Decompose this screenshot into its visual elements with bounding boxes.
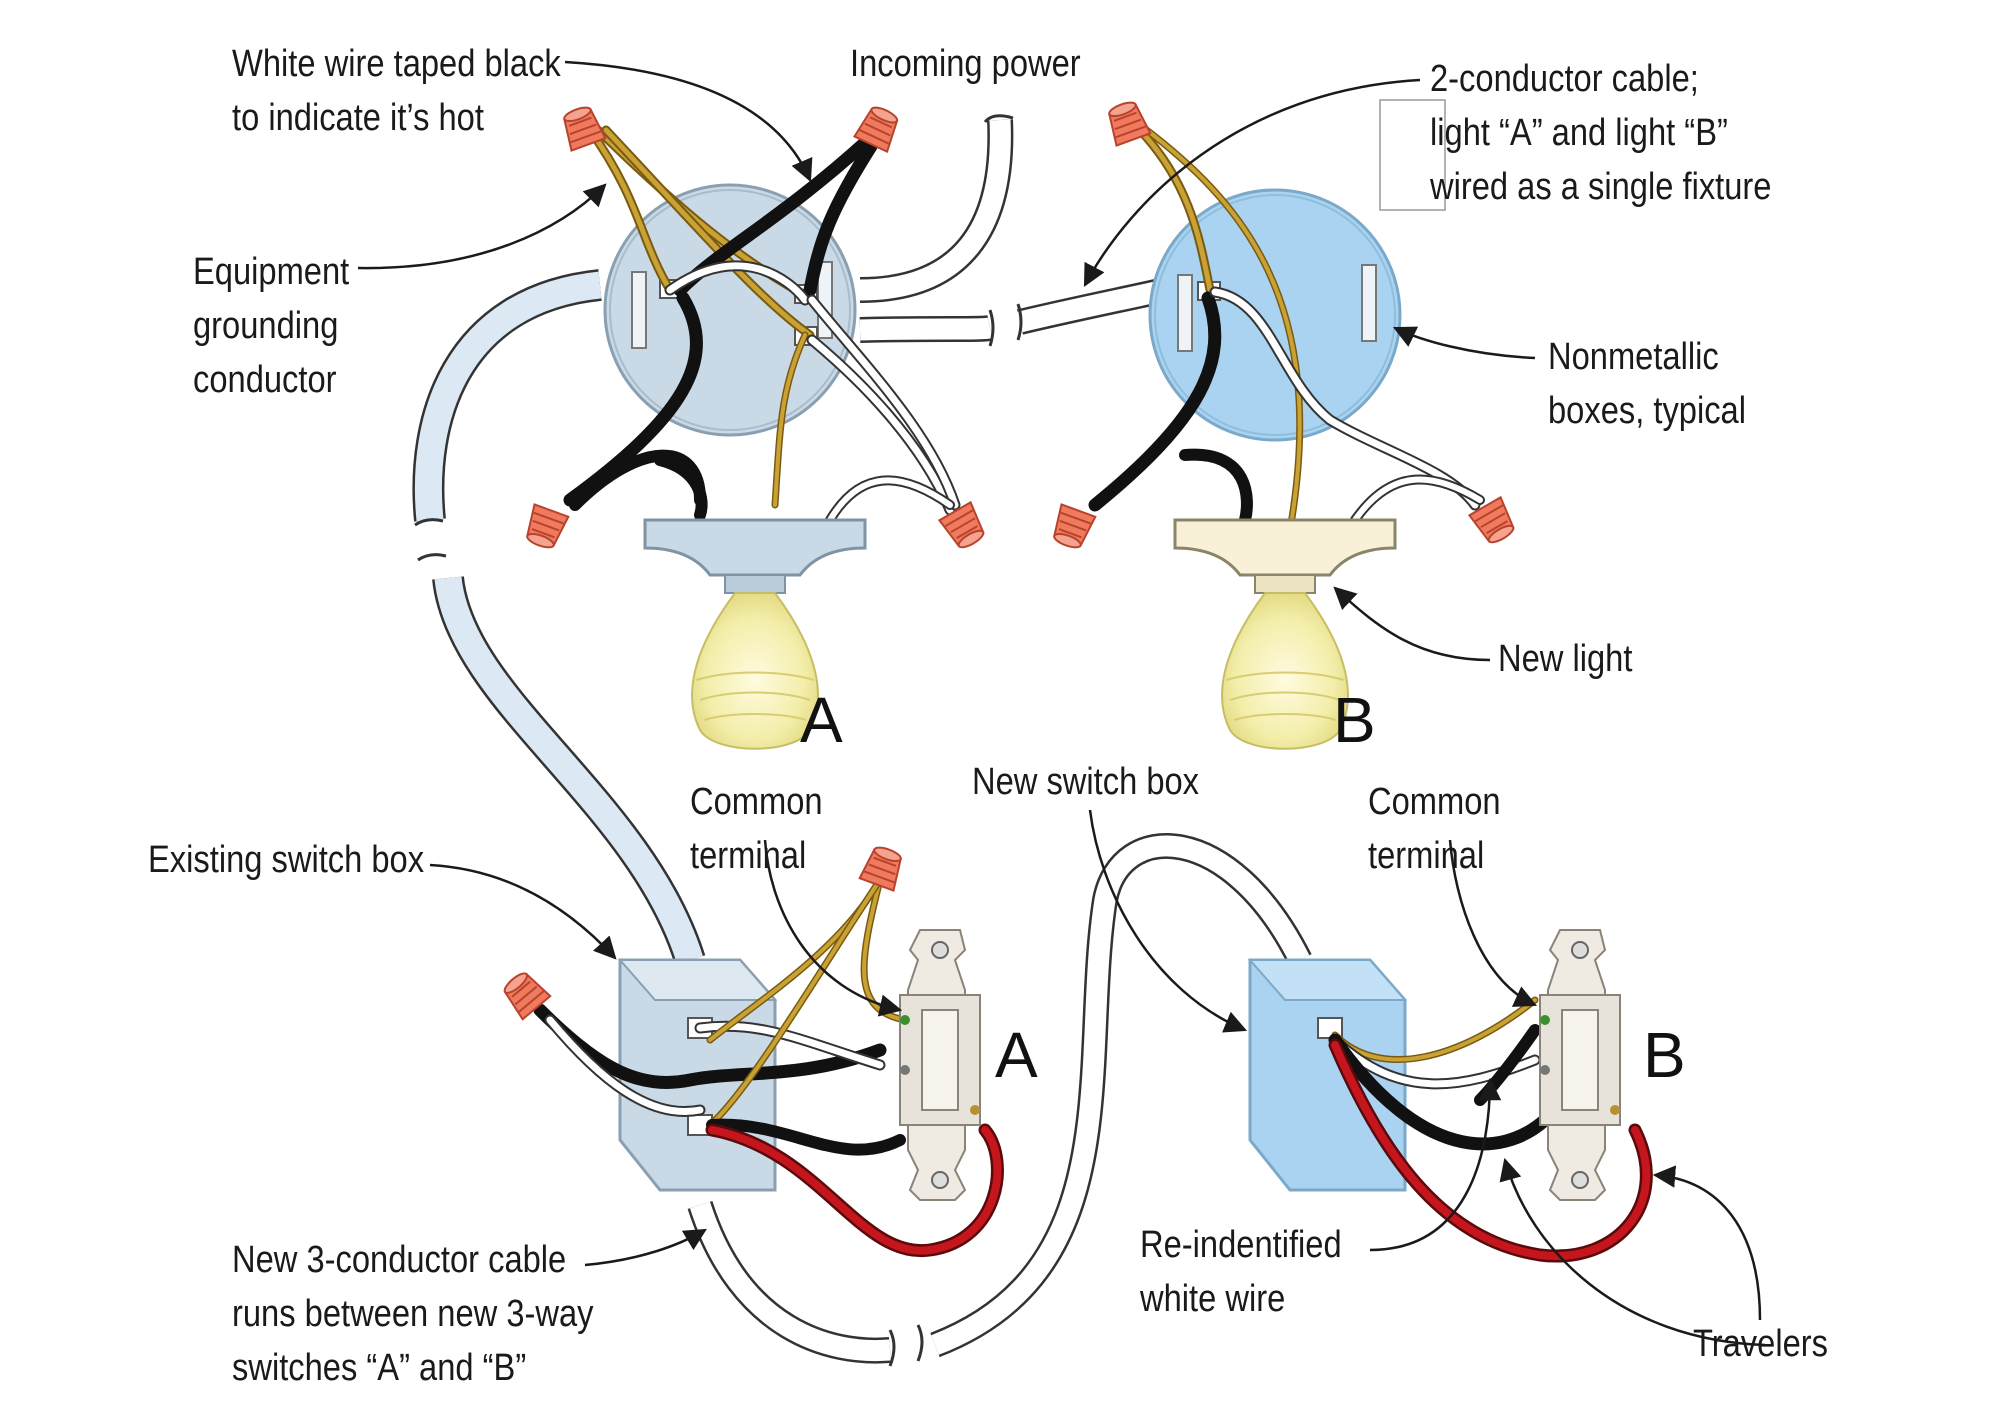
switch-a-wires: [533, 876, 1004, 1258]
label-line: terminal: [1368, 835, 1485, 877]
light-fixture-b: [1173, 518, 1397, 750]
cable-3-conductor-a-to-b: [687, 832, 1312, 1367]
label-line: light “A” and light “B”: [1430, 112, 1728, 154]
new-switch-box: [1247, 958, 1408, 1192]
label-line: Nonmetallic: [1548, 336, 1719, 378]
label-two-conductor-cable: 2-conductor cable; light “A” and light “…: [1430, 52, 1771, 214]
label-line: New 3-conductor cable: [232, 1239, 567, 1281]
label-nonmetallic-boxes: Nonmetallic boxes, typical: [1548, 330, 1746, 438]
switch-a: [899, 929, 981, 1201]
label-new-switch-box: New switch box: [972, 761, 1200, 803]
label-line: Common: [1368, 781, 1501, 823]
light-box-b-wires: [1088, 120, 1485, 534]
label-travelers: Travelers: [1693, 1323, 1828, 1365]
label-incoming-power: Incoming power: [850, 43, 1081, 85]
label-reidentified-white-wire: Re-indentified white wire: [1140, 1218, 1342, 1326]
label-equipment-grounding: Equipment grounding conductor: [193, 245, 349, 407]
label-line: boxes, typical: [1548, 390, 1747, 432]
label-line: Common: [690, 781, 823, 823]
label-line: wired as a single fixture: [1430, 166, 1772, 208]
label-existing-switch-box: Existing switch box: [148, 839, 425, 881]
callout-arrows: [357, 60, 1766, 1347]
label-line: Re-indentified: [1140, 1224, 1342, 1266]
cable-light-a-to-b: [859, 277, 1168, 347]
label-line: grounding: [193, 305, 339, 347]
cable-incoming-power: [859, 114, 1014, 303]
label-line: conductor: [193, 359, 337, 401]
label-line: terminal: [690, 835, 807, 877]
label-common-terminal-b: Common terminal: [1368, 775, 1501, 883]
marker-light-b: B: [1333, 684, 1376, 756]
label-line: runs between new 3-way: [232, 1293, 594, 1335]
label-line: to indicate it’s hot: [232, 97, 484, 139]
label-new-light: New light: [1498, 638, 1633, 680]
label-common-terminal-a: Common terminal: [690, 775, 823, 883]
marker-light-a: A: [800, 684, 843, 756]
label-line: White wire taped black: [232, 43, 561, 85]
label-new-3-conductor-cable: New 3-conductor cable runs between new 3…: [232, 1233, 593, 1395]
cable-existing-to-light-a: [412, 269, 706, 965]
light-fixture-a: [643, 518, 867, 750]
marker-switch-a: A: [995, 1019, 1038, 1091]
marker-switch-b: B: [1643, 1019, 1686, 1091]
label-line: white wire: [1140, 1278, 1286, 1320]
switch-b: [1539, 929, 1621, 1201]
label-line: switches “A” and “B”: [232, 1347, 527, 1389]
light-box-a-wires: [563, 125, 961, 525]
bracket-outline: [1379, 99, 1446, 211]
label-white-wire-taped: White wire taped black to indicate it’s …: [232, 37, 561, 145]
label-line: 2-conductor cable;: [1430, 58, 1699, 100]
label-line: Equipment: [193, 251, 350, 293]
